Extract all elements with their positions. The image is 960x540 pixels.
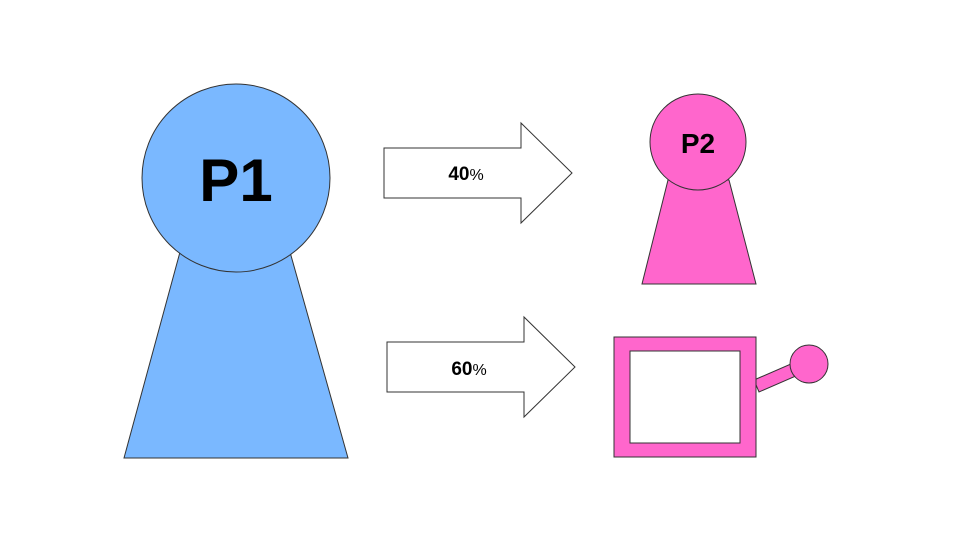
- bottom-arrow-percentage: 60%: [451, 359, 486, 380]
- top-arrow-value: 40: [448, 164, 469, 185]
- slot-machine-lever-knob: [789, 344, 829, 384]
- slot-machine-icon: [613, 336, 829, 458]
- bottom-arrow-value: 60: [451, 359, 472, 380]
- player-two-head: [649, 93, 747, 191]
- player-one-pawn-icon: P1: [123, 83, 349, 459]
- bottom-arrow-unit: %: [472, 362, 486, 379]
- bottom-arrow-shape: [386, 315, 576, 419]
- player-two-pawn-icon: P2: [641, 93, 757, 285]
- player-two-label: P2: [681, 128, 715, 159]
- top-arrow-unit: %: [469, 167, 483, 184]
- player-one-body: [123, 251, 349, 459]
- top-arrow: 40%: [383, 121, 573, 225]
- slot-machine-window: [629, 350, 741, 444]
- player-two-body: [641, 179, 757, 285]
- bottom-arrow: 60%: [386, 315, 576, 419]
- top-arrow-percentage: 40%: [448, 164, 483, 185]
- player-one-label: P1: [199, 147, 272, 214]
- top-arrow-shape: [383, 121, 573, 225]
- player-one-head: [141, 83, 331, 273]
